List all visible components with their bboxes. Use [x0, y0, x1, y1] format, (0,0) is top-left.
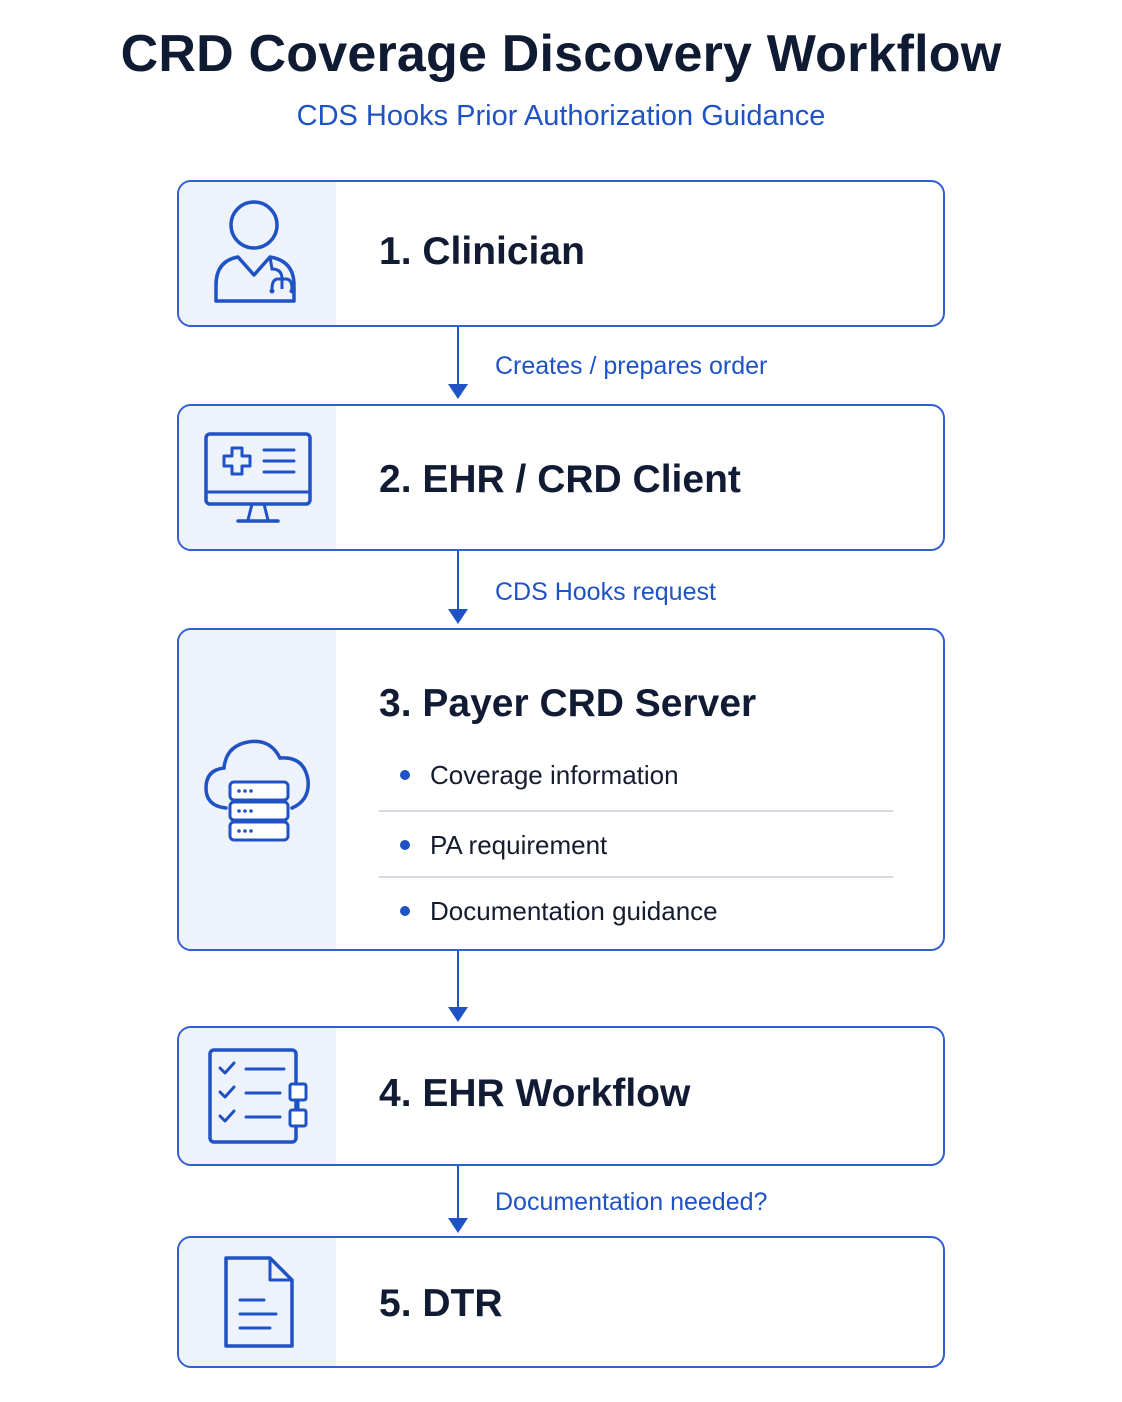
- bullet-divider: [379, 876, 893, 878]
- step-payer-crd-server: 3. Payer CRD Server Coverage information…: [177, 628, 945, 951]
- step-ehr-workflow: 4. EHR Workflow: [177, 1026, 945, 1166]
- document-icon: [223, 1256, 294, 1348]
- clinician-icon: [213, 199, 296, 303]
- step-icon-panel: [179, 182, 336, 325]
- bullet-text: Documentation guidance: [430, 895, 718, 926]
- step-title: 2. EHR / CRD Client: [379, 458, 741, 501]
- workflow-checklist-icon: [207, 1048, 307, 1144]
- step-icon-panel: [179, 630, 336, 949]
- diagram-title: CRD Coverage Discovery Workflow: [120, 25, 1002, 83]
- bullet-dot-icon: [400, 906, 410, 916]
- diagram-subtitle: CDS Hooks Prior Authorization Guidance: [296, 100, 826, 132]
- step-title: 1. Clinician: [379, 230, 585, 273]
- step-dtr: 5. DTR: [177, 1236, 945, 1368]
- step-clinician: 1. Clinician: [177, 180, 945, 327]
- connector-arrow: [448, 951, 468, 1022]
- step-title: 5. DTR: [379, 1282, 503, 1325]
- edge-label: Creates / prepares order: [495, 352, 768, 380]
- edge-label: Documentation needed?: [495, 1188, 768, 1216]
- connector-arrow: [448, 551, 468, 624]
- cloud-server-icon: [203, 739, 310, 841]
- bullet-item: Documentation guidance: [379, 878, 893, 944]
- step-ehr-crd-client: 2. EHR / CRD Client: [177, 404, 945, 551]
- edge-label: CDS Hooks request: [495, 578, 716, 606]
- step-icon-panel: [179, 1028, 336, 1164]
- step-title: 4. EHR Workflow: [379, 1072, 691, 1115]
- bullet-text: Coverage information: [430, 759, 679, 790]
- step-icon-panel: [179, 1238, 336, 1366]
- step-title: 3. Payer CRD Server: [379, 682, 757, 725]
- bullet-dot-icon: [400, 840, 410, 850]
- bullet-item: PA requirement: [379, 812, 893, 878]
- bullet-text: PA requirement: [430, 829, 608, 860]
- bullet-item: Coverage information: [379, 742, 893, 808]
- step-icon-panel: [179, 406, 336, 549]
- connector-arrow: [448, 1166, 468, 1233]
- bullet-divider: [379, 810, 893, 812]
- connector-arrow: [448, 327, 468, 399]
- bullet-dot-icon: [400, 770, 410, 780]
- ehr-monitor-icon: [203, 431, 312, 523]
